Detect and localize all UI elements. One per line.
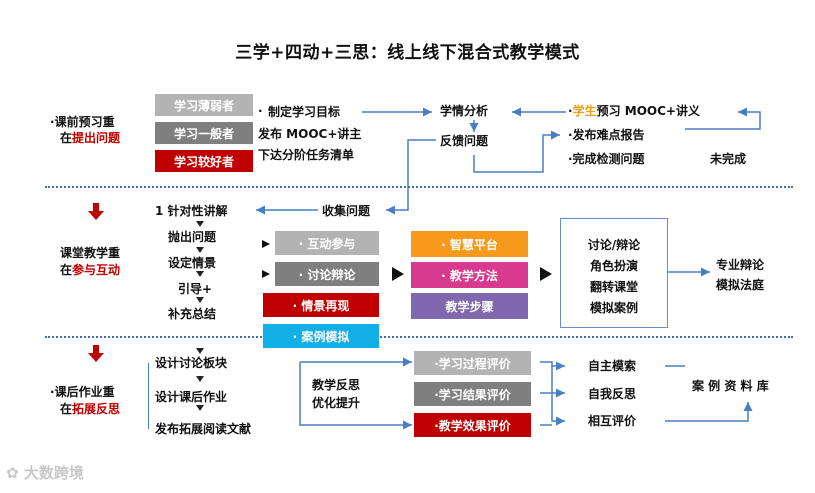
student-preview-mooc: ·学生预习 MOOC+讲义	[568, 104, 700, 118]
publish-difficulty-report: ·发布难点报告	[568, 128, 645, 142]
class-step-targeted-lecture: 1 针对性讲解	[155, 204, 228, 218]
final-debate: 专业辩论	[716, 258, 765, 272]
post-steps-bracket	[148, 363, 157, 429]
watermark-icon: ✿	[6, 464, 19, 482]
class-step-guide: 引导+	[178, 282, 213, 296]
collect-questions: 收集问题	[322, 204, 371, 218]
in-class-label: 课堂教学重	[60, 246, 121, 260]
class-step-summary: 补充总结	[168, 307, 217, 321]
section-divider	[45, 186, 793, 188]
pre-class-focus: 在提出问题	[60, 131, 121, 145]
learning-analysis: 学情分析	[440, 104, 489, 118]
class-step-set-scenario: 设定情景	[168, 256, 217, 270]
post-step-reading-list: 发布拓展阅读文献	[155, 422, 252, 436]
pre-class-label: ·课前预习重	[50, 115, 115, 129]
teaching-steps-box: 教学步骤	[411, 293, 528, 319]
case-library: 案 例 资 料 库	[692, 379, 769, 393]
post-step-discussion-board: 设计讨论板块	[155, 356, 228, 370]
section-divider	[45, 336, 793, 338]
process-eval-box: ·学习过程评价	[414, 351, 531, 375]
self-explore: 自主模索	[588, 359, 637, 373]
outcome-discussion: 讨论/辩论	[587, 238, 641, 252]
in-class-focus: 在参与互动	[60, 263, 121, 277]
action-scenario-box: · 情景再现	[263, 293, 379, 317]
outcome-flipped-class: 翻转课堂	[589, 280, 638, 294]
outcome-role-play: 角色扮演	[589, 259, 638, 273]
learner-average-box: 学习一般者	[155, 122, 253, 144]
action-debate-box: · 讨论辩论	[275, 262, 379, 286]
teaching-method-box: · 教学方法	[411, 262, 528, 288]
learner-strong-box: 学习较好者	[155, 150, 253, 172]
task-publish-mooc: 发布 MOOC+讲主	[258, 127, 362, 141]
watermark-logo: ✿ 大数跨境	[6, 464, 84, 482]
task-assign-list: 下达分阶任务清单	[258, 148, 355, 162]
self-reflect: 自我反思	[588, 387, 637, 401]
effect-eval-box: ·教学效果评价	[414, 413, 531, 437]
page-title: 三学+四动+三思：线上线下混合式教学模式	[235, 43, 580, 63]
learner-weak-box: 学习薄弱者	[155, 94, 253, 116]
peer-review: 相互评价	[588, 414, 637, 428]
final-moot-court: 模拟法庭	[716, 278, 765, 292]
post-class-label: ·课后作业重	[50, 385, 115, 399]
feedback-issues: 反馈问题	[440, 134, 489, 148]
result-eval-box: ·学习结果评价	[414, 382, 531, 406]
post-step-homework: 设计课后作业	[155, 390, 228, 404]
class-step-raise-questions: 抛出问题	[168, 230, 217, 244]
task-bullet: ·	[258, 104, 263, 118]
teaching-reflection: 教学反思	[312, 378, 361, 392]
task-set-goals: 制定学习目标	[268, 105, 341, 119]
outcomes-box	[560, 218, 668, 328]
complete-check-questions: ·完成检测问题	[568, 152, 645, 166]
optimize-improve: 优化提升	[312, 396, 361, 410]
action-interaction-box: · 互动参与	[275, 231, 379, 255]
incomplete-label: 未完成	[710, 152, 747, 166]
action-case-sim-box: · 案例模拟	[263, 324, 379, 348]
outcome-mock-case: 模拟案例	[589, 301, 638, 315]
post-class-focus: 在拓展反思	[60, 402, 121, 416]
smart-platform-box: · 智慧平台	[411, 231, 528, 257]
